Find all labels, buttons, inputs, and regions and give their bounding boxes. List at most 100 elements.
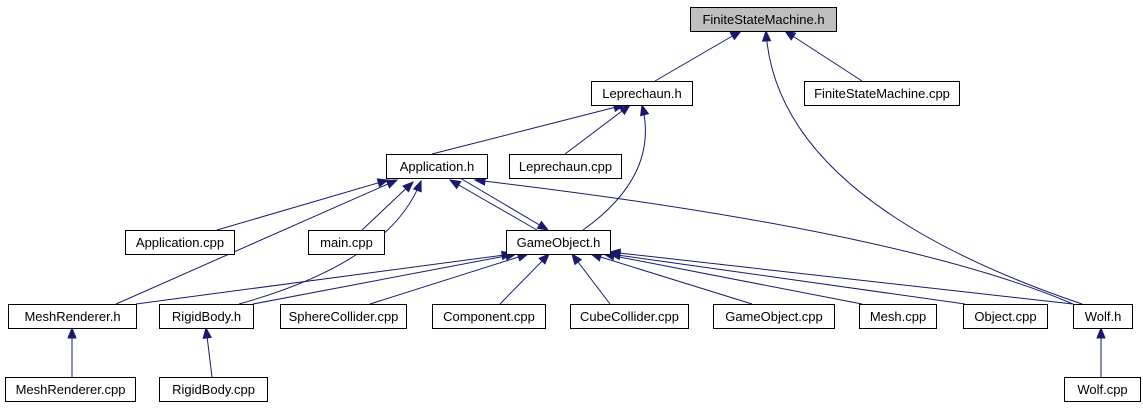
node-object-cpp[interactable]: Object.cpp — [963, 304, 1048, 329]
node-box — [432, 304, 546, 329]
node-label: Leprechaun.h — [602, 86, 682, 101]
node-box — [5, 377, 136, 402]
edge-line — [135, 253, 513, 305]
edge-application_h-to-gameobject_h — [459, 177, 550, 231]
arrowhead-icon — [618, 104, 632, 116]
node-main-cpp[interactable]: main.cpp — [308, 230, 385, 255]
arrowhead-icon — [640, 103, 650, 117]
node-box — [591, 81, 693, 106]
edge-rigidbody_h-to-gameobject_h — [252, 251, 518, 305]
edge-meshrenderer_h-to-gameobject_h — [135, 250, 514, 305]
edge-line — [369, 253, 529, 305]
node-wolf-cpp[interactable]: Wolf.cpp — [1064, 377, 1141, 402]
arrowhead-icon — [783, 30, 797, 41]
node-box — [159, 377, 268, 402]
node-box — [570, 304, 689, 329]
node-gameobject-cpp[interactable]: GameObject.cpp — [713, 304, 835, 329]
node-fsm-h[interactable]: FiniteStateMachine.h — [690, 7, 837, 32]
edge-gameobject_h-to-leprechaun_h — [582, 103, 650, 231]
edge-line — [609, 253, 966, 305]
node-box — [308, 230, 385, 255]
node-label: Application.cpp — [136, 235, 224, 250]
node-label: Leprechaun.cpp — [519, 159, 612, 174]
node-mesh-cpp[interactable]: Mesh.cpp — [859, 304, 937, 329]
arrowhead-icon — [761, 29, 772, 42]
edge-line — [765, 30, 1083, 305]
edge-line — [609, 251, 1074, 305]
edge-line — [431, 104, 625, 155]
edge-line — [449, 179, 538, 231]
node-box — [859, 304, 937, 329]
edge-wolf_cpp-to-wolf_h — [1096, 326, 1106, 377]
edge-line — [361, 181, 414, 231]
node-label: CubeCollider.cpp — [580, 309, 679, 324]
node-label: GameObject.h — [517, 235, 601, 250]
node-box — [804, 81, 960, 106]
arrowhead-icon — [538, 253, 550, 265]
node-label: Mesh.cpp — [870, 309, 926, 324]
arrowhead-icon — [412, 179, 422, 193]
arrowhead-icon — [402, 181, 414, 193]
edge-line — [590, 253, 753, 305]
node-component-cpp[interactable]: Component.cpp — [432, 304, 546, 329]
node-meshrenderer-cpp[interactable]: MeshRenderer.cpp — [5, 377, 136, 402]
edge-cubecollider_cpp-to-gameobject_h — [571, 252, 611, 305]
node-box — [963, 304, 1048, 329]
node-label: MeshRenderer.h — [24, 309, 120, 324]
node-box — [1064, 377, 1141, 402]
edge-spherecollider_cpp-to-gameobject_h — [369, 252, 530, 305]
node-label: FiniteStateMachine.cpp — [814, 86, 950, 101]
edge-application_cpp-to-application_h — [216, 178, 390, 231]
node-fsm-cpp[interactable]: FiniteStateMachine.cpp — [804, 81, 960, 106]
node-label: main.cpp — [320, 235, 373, 250]
edge-line — [115, 179, 398, 305]
node-box — [690, 7, 837, 32]
node-box — [1073, 304, 1133, 329]
edge-leprechaun_h-to-fsm_h — [654, 30, 743, 82]
node-leprechaun-cpp[interactable]: Leprechaun.cpp — [509, 154, 622, 179]
edge-line — [582, 104, 646, 231]
node-application-cpp[interactable]: Application.cpp — [125, 230, 235, 255]
node-box — [8, 304, 137, 329]
node-spherecollider-cpp[interactable]: SphereCollider.cpp — [280, 304, 407, 329]
node-application-h[interactable]: Application.h — [386, 154, 488, 179]
node-gameobject-h[interactable]: GameObject.h — [506, 230, 611, 255]
node-label: Wolf.h — [1085, 309, 1122, 324]
node-wolf-h[interactable]: Wolf.h — [1073, 304, 1133, 329]
node-rigidbody-h[interactable]: RigidBody.h — [159, 304, 254, 329]
edge-main_cpp-to-application_h — [361, 181, 414, 231]
arrowhead-icon — [571, 252, 583, 266]
graph-edges — [67, 29, 1106, 378]
node-box — [125, 230, 235, 255]
edge-mesh_cpp-to-gameobject_h — [602, 251, 863, 305]
node-box — [713, 304, 835, 329]
edge-meshrenderer_h-to-application_h — [115, 179, 399, 305]
node-leprechaun-h[interactable]: Leprechaun.h — [591, 81, 693, 106]
node-label: Application.h — [400, 159, 474, 174]
node-rigidbody-cpp[interactable]: RigidBody.cpp — [159, 377, 268, 402]
node-meshrenderer-h[interactable]: MeshRenderer.h — [8, 304, 137, 329]
arrowhead-icon — [448, 179, 462, 190]
edge-application_h-to-leprechaun_h — [431, 103, 626, 155]
edge-line — [216, 179, 389, 231]
node-box — [280, 304, 407, 329]
edge-object_cpp-to-gameobject_h — [608, 250, 966, 305]
node-label: RigidBody.cpp — [172, 382, 255, 397]
arrowhead-icon — [376, 178, 390, 188]
edge-wolf_h-to-fsm_h — [761, 29, 1083, 305]
node-cubecollider-cpp[interactable]: CubeCollider.cpp — [570, 304, 689, 329]
edge-line — [654, 30, 742, 82]
node-box — [386, 154, 488, 179]
node-label: GameObject.cpp — [725, 309, 823, 324]
arrowhead-icon — [67, 326, 77, 339]
node-label: Object.cpp — [974, 309, 1036, 324]
node-label: Component.cpp — [443, 309, 535, 324]
arrowhead-icon — [729, 30, 743, 41]
edge-gameobject_h-to-application_h — [448, 179, 538, 231]
edge-meshrenderer_cpp-to-meshrenderer_h — [67, 326, 77, 377]
edge-leprechaun_cpp-to-leprechaun_h — [564, 104, 632, 155]
node-box — [159, 304, 254, 329]
arrowhead-icon — [608, 248, 621, 258]
edge-rigidbody_cpp-to-rigidbody_h — [202, 326, 213, 378]
